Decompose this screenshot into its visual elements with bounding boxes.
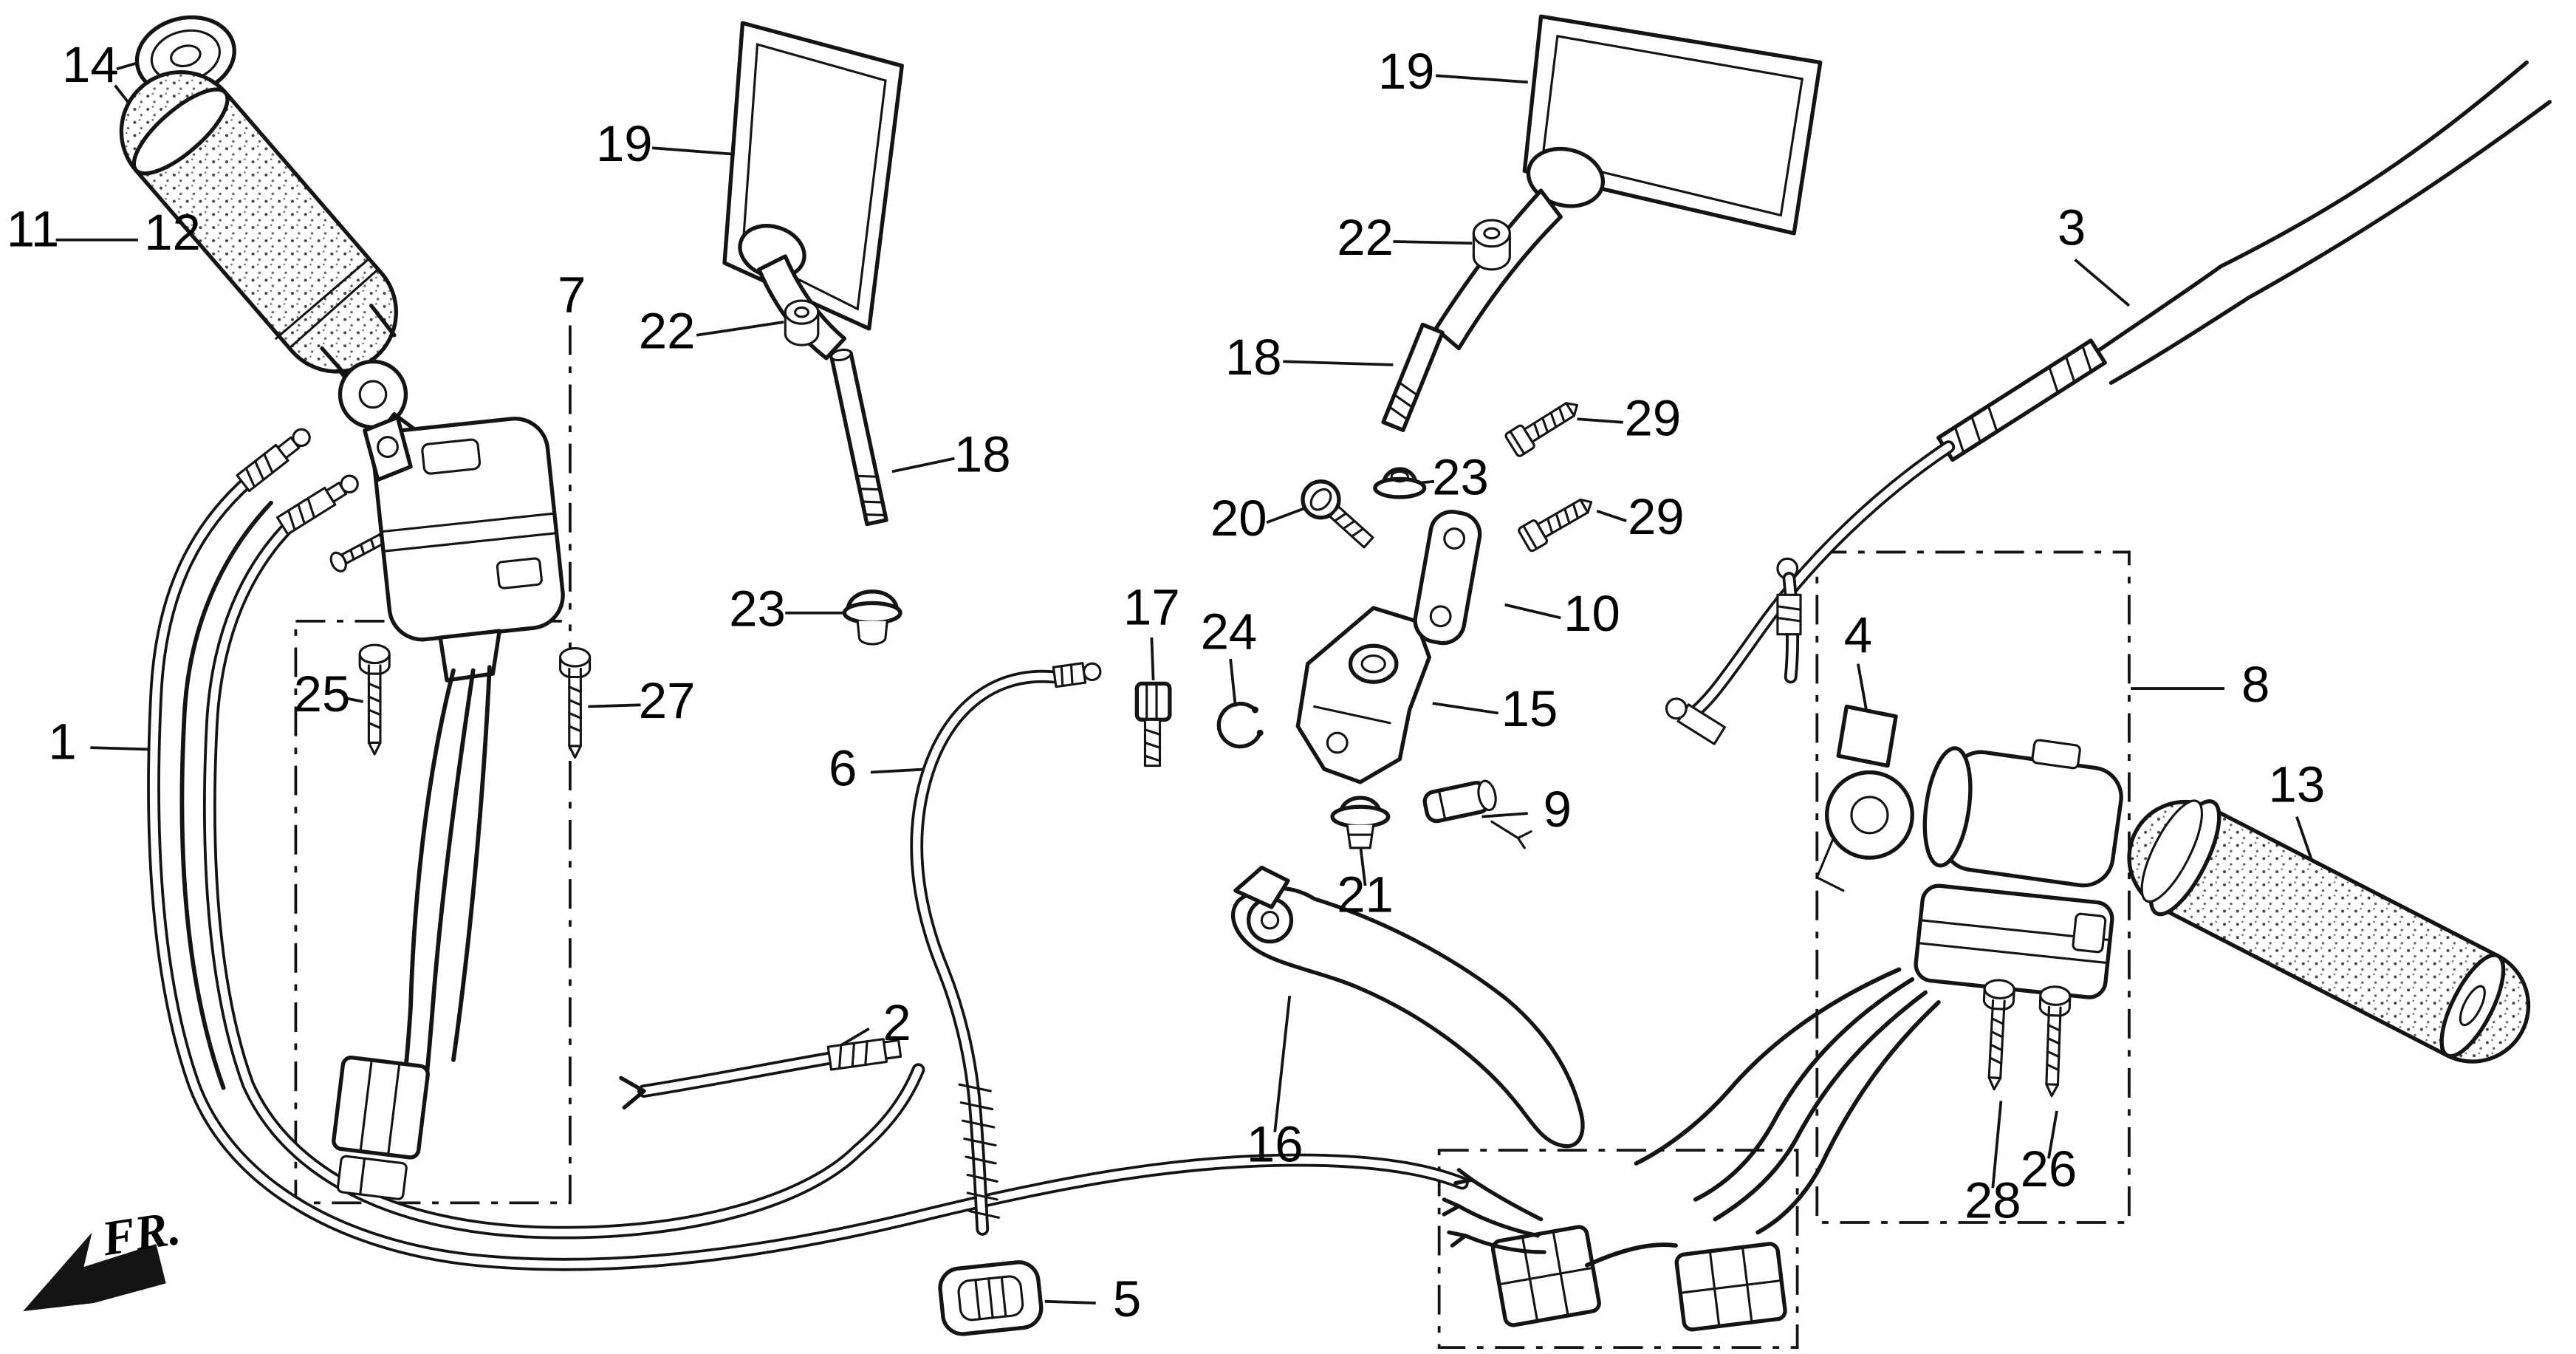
left-grommet (842, 589, 902, 646)
callout-4: 4 (1844, 606, 1872, 663)
clutch-cable (910, 662, 1102, 1236)
left-mirror-stem (829, 348, 888, 527)
callout-12: 12 (144, 204, 201, 261)
callouts: 1 2 3 4 5 6 7 8 9 10 11 12 13 14 15 16 1… (7, 36, 2325, 1327)
right-switch-housing (1634, 739, 2123, 1235)
cable-harness-left (147, 428, 1469, 1271)
grommet-21 (1330, 796, 1391, 849)
cable-end-adjuster (236, 428, 311, 493)
right-mirror-stem (1381, 322, 1445, 432)
callout-8: 8 (2241, 656, 2270, 713)
fr-arrow-icon (23, 1232, 166, 1312)
callout-23-left: 23 (729, 581, 786, 637)
callout-2: 2 (883, 994, 911, 1051)
callout-1: 1 (48, 714, 76, 770)
callout-22-right: 22 (1337, 209, 1394, 266)
callout-5: 5 (1113, 1271, 1141, 1327)
screw-27 (558, 647, 592, 759)
cable-spring (958, 1083, 1001, 1219)
bracket-clamp (1413, 510, 1482, 646)
callout-19-right: 19 (1378, 43, 1435, 100)
screw-25 (358, 643, 391, 756)
flange-nut-23 (1373, 467, 1427, 499)
callout-22-left: 22 (639, 303, 696, 360)
callout-15: 15 (1501, 680, 1558, 737)
callout-21: 21 (1337, 866, 1394, 923)
screw-29-lower (1516, 489, 1600, 553)
callout-13: 13 (2268, 756, 2325, 813)
callout-9: 9 (1544, 781, 1572, 838)
adjuster-bolt (1134, 681, 1172, 767)
screw-20 (1301, 479, 1374, 549)
fr-direction: FR. (23, 1201, 184, 1312)
callout-14: 14 (62, 36, 119, 93)
callout-28: 28 (1964, 1172, 2021, 1228)
callout-17: 17 (1123, 578, 1180, 635)
callout-10: 10 (1563, 585, 1620, 642)
right-mirror-adapter (1472, 219, 1511, 271)
choke-knob (1815, 704, 1914, 892)
screw-29-upper (1503, 392, 1586, 459)
wire-connector-left (332, 1056, 430, 1200)
callout-16: 16 (1247, 1116, 1304, 1173)
callout-29-upper: 29 (1624, 390, 1681, 447)
callout-24: 24 (1201, 604, 1258, 660)
right-grip (2127, 799, 2531, 1064)
lever-bracket (1295, 606, 1431, 784)
cable-end-adjuster (275, 474, 359, 536)
callout-19-left: 19 (596, 115, 653, 172)
callout-6: 6 (829, 739, 857, 796)
throttle-cable-upper (1665, 60, 2552, 745)
left-switch-housing (332, 415, 565, 1200)
snap-ring (1216, 702, 1264, 749)
callout-23-right: 23 (1432, 449, 1489, 506)
left-mirror (722, 21, 904, 360)
wire-connectors (1442, 1168, 1787, 1332)
right-mirror (1433, 14, 1823, 351)
callout-18-right: 18 (1225, 329, 1282, 386)
switch-unit-9 (1422, 779, 1532, 849)
callout-27: 27 (639, 672, 696, 729)
throttle-cable-lower (619, 1038, 902, 1109)
callout-18-left: 18 (954, 425, 1011, 482)
callout-29-lower: 29 (1628, 488, 1685, 545)
callout-25: 25 (294, 666, 351, 722)
callout-26: 26 (2021, 1141, 2077, 1197)
clutch-lever (1231, 865, 1585, 1149)
callout-20: 20 (1210, 490, 1267, 547)
left-mirror-adapter (784, 299, 820, 346)
callout-7: 7 (558, 267, 586, 324)
cable-boot (938, 1260, 1044, 1336)
callout-11: 11 (7, 201, 60, 258)
fr-label: FR. (97, 1201, 184, 1267)
screw-28 (1978, 978, 2016, 1092)
screw-26 (2035, 985, 2072, 1098)
callout-3: 3 (2058, 199, 2086, 256)
